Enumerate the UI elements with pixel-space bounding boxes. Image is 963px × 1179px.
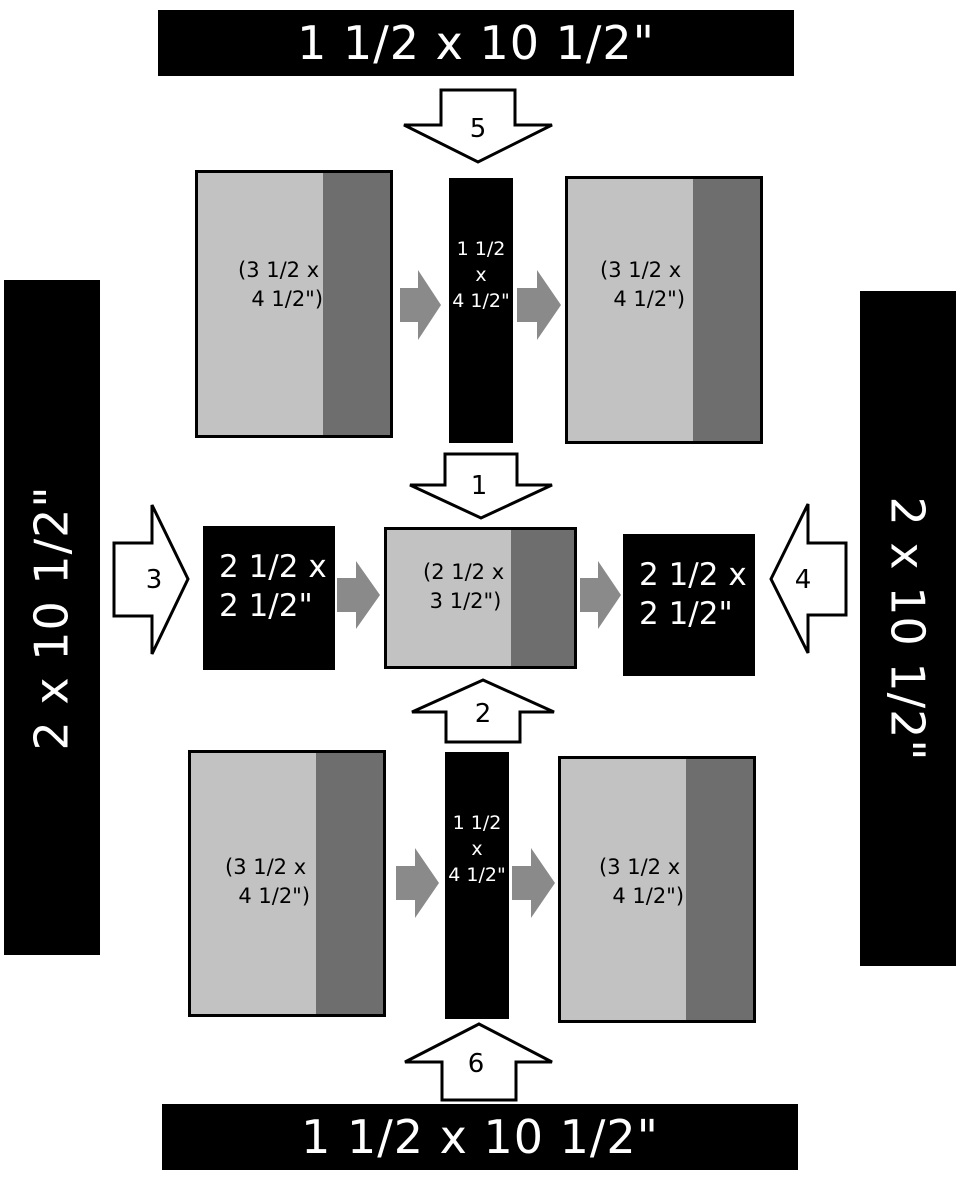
bottom-border-strip: 1 1/2 x 10 1/2" bbox=[162, 1104, 798, 1170]
bottom-narrow-strip-label-line3: 4 1/2" bbox=[448, 864, 506, 886]
top-border-strip: 1 1/2 x 10 1/2" bbox=[158, 10, 794, 76]
bottom-border-strip-label: 1 1/2 x 10 1/2" bbox=[301, 1110, 659, 1164]
right-border-strip: 2 x 10 1/2" bbox=[860, 291, 956, 966]
bottom-left-block: (3 1/2 x 4 1/2") bbox=[188, 750, 386, 1017]
step-6-number: 6 bbox=[468, 1049, 485, 1079]
left-square: 2 1/2 x 2 1/2" bbox=[203, 526, 335, 670]
join-arrow-bottom-left-icon bbox=[396, 848, 439, 918]
step-5-number: 5 bbox=[470, 114, 487, 144]
top-right-block-label-line1: (3 1/2 x bbox=[600, 258, 682, 282]
top-narrow-strip-label-line3: 4 1/2" bbox=[452, 290, 510, 312]
bottom-narrow-strip-label-line1: 1 1/2 bbox=[452, 812, 502, 834]
bottom-left-block-label-line1: (3 1/2 x bbox=[225, 855, 307, 879]
left-square-label-line2: 2 1/2" bbox=[219, 588, 313, 624]
step-4-number: 4 bbox=[795, 565, 812, 595]
top-left-block-label-line1: (3 1/2 x bbox=[238, 258, 320, 282]
top-right-block-dark-half bbox=[693, 179, 760, 441]
center-block: (2 1/2 x 3 1/2") bbox=[384, 527, 577, 669]
join-arrow-top-right-icon bbox=[517, 270, 561, 340]
center-block-dark-half bbox=[511, 530, 574, 666]
bottom-right-block-dark-half bbox=[686, 759, 753, 1020]
bottom-left-block-dark-half bbox=[316, 753, 383, 1014]
step-3-number: 3 bbox=[146, 565, 163, 595]
join-arrow-bottom-right-icon bbox=[512, 848, 555, 918]
center-block-label-line1: (2 1/2 x bbox=[423, 560, 505, 584]
left-border-strip: 2 x 10 1/2" bbox=[4, 280, 100, 955]
step-3-arrow-icon bbox=[112, 504, 190, 655]
top-right-block: (3 1/2 x 4 1/2") bbox=[565, 176, 763, 444]
step-2-number: 2 bbox=[475, 699, 492, 729]
top-left-block: (3 1/2 x 4 1/2") bbox=[195, 170, 393, 438]
top-narrow-strip-label-line1: 1 1/2 bbox=[456, 238, 506, 260]
join-arrow-mid-left-icon bbox=[337, 561, 380, 629]
step-1-number: 1 bbox=[471, 471, 488, 501]
join-arrow-mid-right-icon bbox=[580, 561, 621, 629]
top-left-block-dark-half bbox=[323, 173, 390, 435]
top-right-block-label-line2: 4 1/2") bbox=[600, 287, 686, 311]
join-arrow-top-left-icon bbox=[400, 270, 441, 340]
center-block-label-line2: 3 1/2") bbox=[423, 589, 502, 613]
bottom-narrow-strip-label-line2: x bbox=[471, 838, 483, 860]
top-border-strip-label: 1 1/2 x 10 1/2" bbox=[297, 16, 655, 70]
left-square-label-line1: 2 1/2 x bbox=[219, 549, 327, 585]
bottom-right-block-label-line1: (3 1/2 x bbox=[599, 855, 681, 879]
step-5-arrow-icon bbox=[403, 88, 553, 164]
top-narrow-strip-label-line2: x bbox=[475, 264, 487, 286]
bottom-right-block-label-line2: 4 1/2") bbox=[599, 884, 685, 908]
bottom-right-block: (3 1/2 x 4 1/2") bbox=[558, 756, 756, 1023]
top-narrow-strip: 1 1/2 x 4 1/2" bbox=[449, 178, 513, 443]
bottom-left-block-label-line2: 4 1/2") bbox=[225, 884, 311, 908]
step-1-arrow-icon bbox=[409, 452, 553, 520]
right-square-label-line2: 2 1/2" bbox=[639, 596, 733, 632]
step-6-arrow-icon bbox=[404, 1022, 553, 1102]
right-square-label-line1: 2 1/2 x bbox=[639, 557, 747, 593]
bottom-narrow-strip: 1 1/2 x 4 1/2" bbox=[445, 752, 509, 1019]
right-square: 2 1/2 x 2 1/2" bbox=[623, 534, 755, 676]
step-4-arrow-icon bbox=[769, 503, 848, 654]
step-2-arrow-icon bbox=[411, 678, 555, 744]
top-left-block-label-line2: 4 1/2") bbox=[238, 287, 324, 311]
